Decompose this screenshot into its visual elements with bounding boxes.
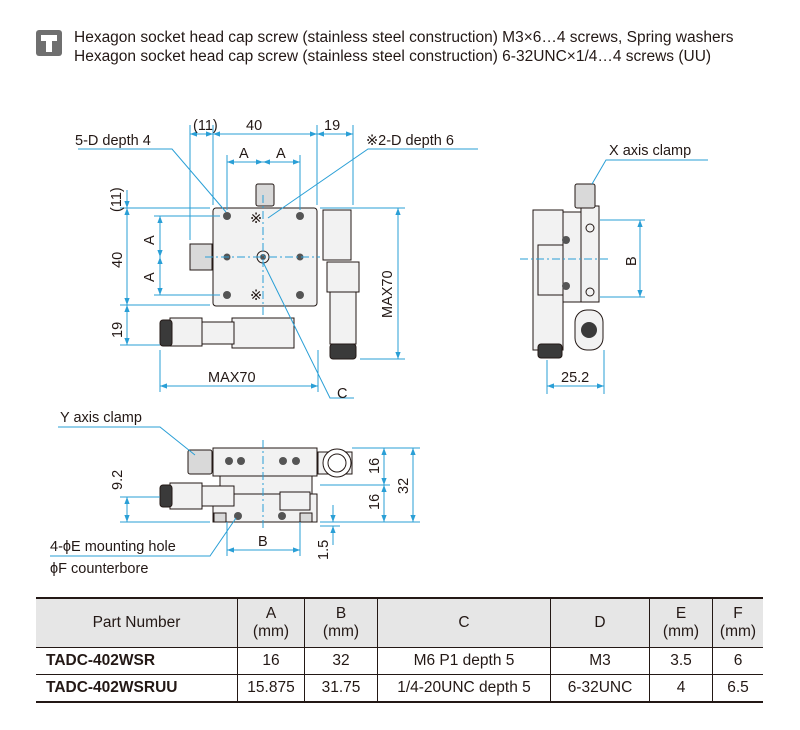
dim-b-front: B bbox=[258, 534, 268, 550]
cell-a: 15.875 bbox=[237, 674, 305, 703]
label-2d-depth: ※2-D depth 6 bbox=[366, 133, 454, 149]
dim-40-top: 40 bbox=[246, 118, 262, 134]
screw-note: Hexagon socket head cap screw (stainless… bbox=[36, 28, 733, 66]
header-b: B(mm) bbox=[304, 597, 378, 648]
dim-a-side-bottom: A bbox=[142, 272, 158, 282]
note-line-1: Hexagon socket head cap screw (stainless… bbox=[74, 29, 734, 46]
cell-b: 31.75 bbox=[304, 674, 378, 703]
dim-max70-bottom: MAX70 bbox=[208, 370, 256, 386]
table-row: TADC-402WSR 16 32 M6 P1 depth 5 M3 3.5 6 bbox=[36, 647, 763, 675]
label-mounting-hole: 4-ϕE mounting hole bbox=[50, 539, 176, 555]
cell-e: 4 bbox=[649, 674, 713, 703]
cell-a: 16 bbox=[237, 647, 305, 675]
label-c: C bbox=[337, 386, 347, 402]
dim-a-left: A bbox=[239, 146, 249, 162]
header-e: E(mm) bbox=[649, 597, 713, 648]
spec-table: Part Number A(mm) B(mm) C D E(mm) F(mm) … bbox=[36, 597, 763, 703]
dim-a-right: A bbox=[276, 146, 286, 162]
label-y-axis-clamp: Y axis clamp bbox=[60, 410, 142, 426]
header-c: C bbox=[377, 597, 551, 648]
table-header-row: Part Number A(mm) B(mm) C D E(mm) F(mm) bbox=[36, 597, 763, 648]
dim-19-side: 19 bbox=[110, 322, 126, 338]
cell-d: M3 bbox=[550, 647, 650, 675]
dim-19-top: 19 bbox=[324, 118, 340, 134]
header-a: A(mm) bbox=[237, 597, 305, 648]
technical-drawing: ※ ※ (11) 40 19 A A 5-D depth 4 ※2-D dept… bbox=[50, 118, 708, 577]
header-d: D bbox=[550, 597, 650, 648]
cell-e: 3.5 bbox=[649, 647, 713, 675]
label-x-axis-clamp: X axis clamp bbox=[609, 143, 691, 159]
dim-16-top: 16 bbox=[367, 458, 383, 474]
dim-a-side-top: A bbox=[142, 235, 158, 245]
dim-9-2: 9.2 bbox=[110, 470, 126, 490]
label-counterbore: ϕF counterbore bbox=[50, 561, 148, 577]
cell-f: 6.5 bbox=[712, 674, 763, 703]
note-line-2: Hexagon socket head cap screw (stainless… bbox=[74, 48, 712, 65]
cell-d: 6-32UNC bbox=[550, 674, 650, 703]
dim-11-top: (11) bbox=[193, 118, 218, 134]
cell-f: 6 bbox=[712, 647, 763, 675]
header-f: F(mm) bbox=[712, 597, 763, 648]
svg-text:※: ※ bbox=[250, 288, 262, 304]
cell-c: 1/4-20UNC depth 5 bbox=[377, 674, 551, 703]
dim-1-5: 1.5 bbox=[316, 540, 332, 560]
cell-part-number: TADC-402WSR bbox=[36, 647, 238, 675]
dim-max70-side: MAX70 bbox=[380, 270, 396, 318]
cell-c: M6 P1 depth 5 bbox=[377, 647, 551, 675]
dim-32: 32 bbox=[396, 478, 412, 494]
table-row: TADC-402WSRUU 15.875 31.75 1/4-20UNC dep… bbox=[36, 674, 763, 703]
cell-b: 32 bbox=[304, 647, 378, 675]
dim-b-side: B bbox=[624, 256, 640, 266]
front-view: Y axis clamp 9.2 16 16 32 B 1.5 4-ϕE mou… bbox=[50, 410, 420, 577]
screw-icon bbox=[36, 30, 62, 56]
side-view: X axis clamp B 25.2 bbox=[520, 143, 708, 394]
top-view: ※ ※ (11) 40 19 A A 5-D depth 4 ※2-D dept… bbox=[75, 118, 478, 402]
header-part-number: Part Number bbox=[36, 597, 238, 648]
cell-part-number: TADC-402WSRUU bbox=[36, 674, 238, 703]
dim-11-side: (11) bbox=[109, 187, 125, 212]
dim-25-2: 25.2 bbox=[561, 370, 589, 386]
label-5d-depth: 5-D depth 4 bbox=[75, 133, 151, 149]
note-text: Hexagon socket head cap screw (stainless… bbox=[74, 28, 733, 66]
svg-text:※: ※ bbox=[250, 211, 262, 227]
dim-16-bottom: 16 bbox=[367, 494, 383, 510]
dim-40-side: 40 bbox=[110, 252, 126, 268]
